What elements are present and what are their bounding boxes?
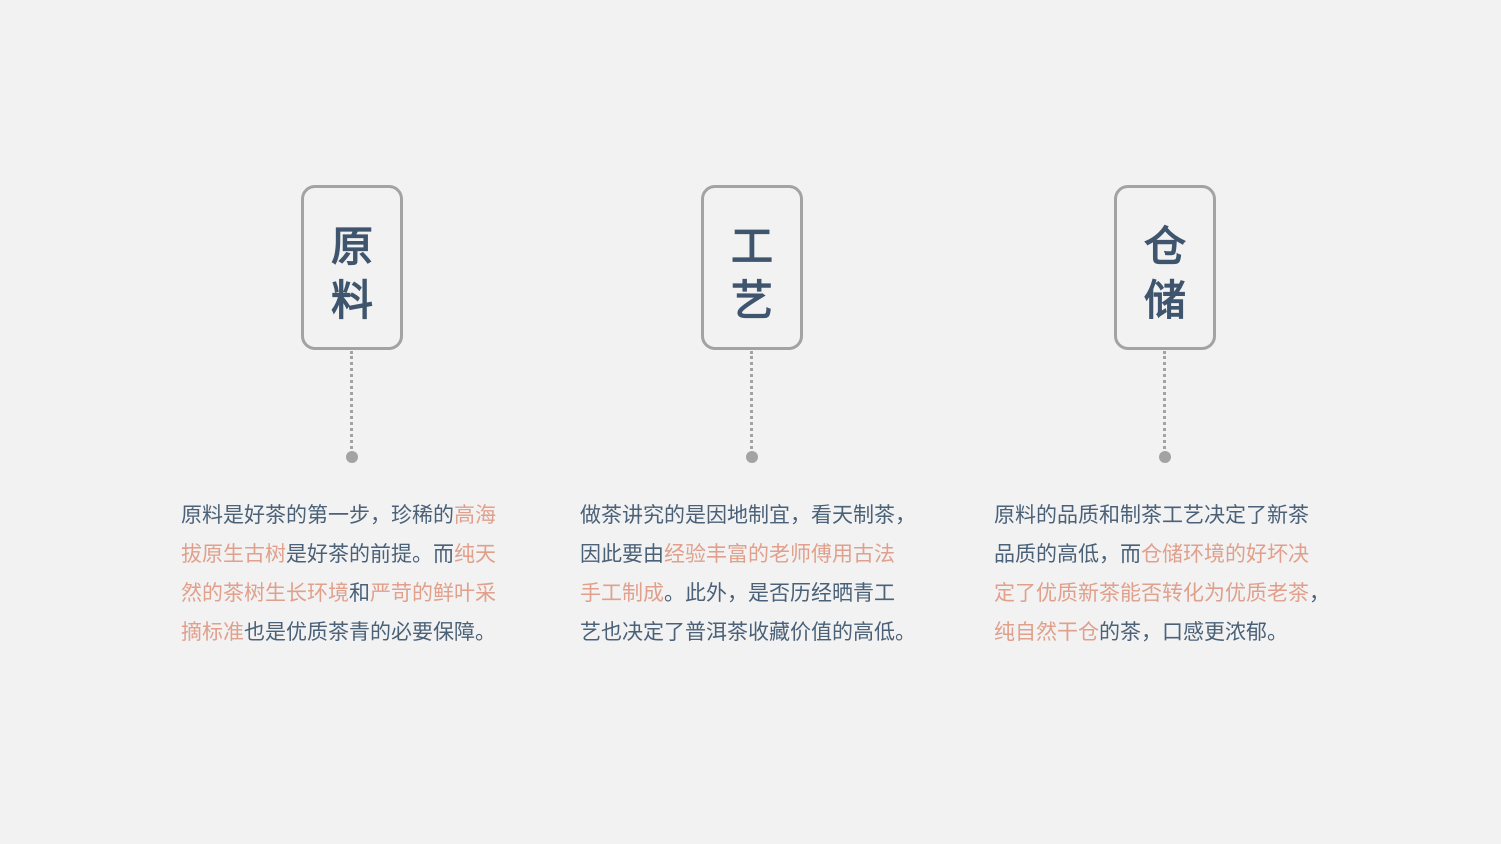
raw-material-description: 原料是好茶的第一步，珍稀的高海拔原生古树是好茶的前提。而纯天然的茶树生长环境和严… [181,496,496,652]
connector-dot [746,451,758,463]
text-line: 拔原生古树是好茶的前提。而纯天 [181,535,496,574]
text-line: 因此要由经验丰富的老师傅用古法 [580,535,916,574]
title-char: 储 [1143,276,1186,325]
text-line: 原料的品质和制茶工艺决定了新茶 [994,496,1330,535]
body-text: 艺也决定了普洱茶收藏价值的高低。 [580,620,916,644]
text-line: 摘标准也是优质茶青的必要保障。 [181,613,496,652]
body-text: 做茶讲究的是因地制宜，看天制茶， [580,503,916,527]
text-line: 做茶讲究的是因地制宜，看天制茶， [580,496,916,535]
body-text: 。此外，是否历经晒青工 [664,581,895,605]
text-line: 艺也决定了普洱茶收藏价值的高低。 [580,613,916,652]
text-line: 手工制成。此外，是否历经晒青工 [580,574,916,613]
highlight-text: 定了优质新茶能否转化为优质老茶 [994,581,1309,605]
text-line: 纯自然干仓的茶，口感更浓郁。 [994,613,1330,652]
text-line: 然的茶树生长环境和严苛的鲜叶采 [181,574,496,613]
body-text: 的茶，口感更浓郁。 [1099,620,1288,644]
title-char: 艺 [730,276,773,325]
text-line: 原料是好茶的第一步，珍稀的高海 [181,496,496,535]
body-text: 因此要由 [580,542,664,566]
text-line: 品质的高低，而仓储环境的好坏决 [994,535,1330,574]
title-char: 仓 [1143,222,1186,271]
highlight-text: 手工制成 [580,581,664,605]
connector-dot [1159,451,1171,463]
dotted-connector [1163,351,1166,449]
connector-dot [346,451,358,463]
title-char: 工 [730,222,773,271]
body-text: 原料的品质和制茶工艺决定了新茶 [994,503,1309,527]
storage-title-card: 仓储 [1114,185,1216,350]
storage-description: 原料的品质和制茶工艺决定了新茶品质的高低，而仓储环境的好坏决定了优质新茶能否转化… [994,496,1330,652]
highlight-text: 摘标准 [181,620,244,644]
body-text: 也是优质茶青的必要保障。 [244,620,496,644]
dotted-connector [750,351,753,449]
body-text: 原料是好茶的第一步，珍稀的 [181,503,454,527]
highlight-text: 纯天 [454,542,496,566]
highlight-text: 然的茶树生长环境 [181,581,349,605]
title-char: 原 [330,222,373,271]
body-text: 品质的高低，而 [994,542,1141,566]
raw-material-title-card: 原料 [301,185,403,350]
text-line: 定了优质新茶能否转化为优质老茶， [994,574,1330,613]
dotted-connector [350,351,353,449]
highlight-text: 高海 [454,503,496,527]
highlight-text: 经验丰富的老师傅用古法 [664,542,895,566]
body-text: ， [1309,581,1330,605]
body-text: 和 [349,581,370,605]
highlight-text: 拔原生古树 [181,542,286,566]
highlight-text: 仓储环境的好坏决 [1141,542,1309,566]
craft-title-card: 工艺 [701,185,803,350]
highlight-text: 纯自然干仓 [994,620,1099,644]
title-char: 料 [330,276,373,325]
body-text: 是好茶的前提。而 [286,542,454,566]
highlight-text: 严苛的鲜叶采 [370,581,496,605]
craft-description: 做茶讲究的是因地制宜，看天制茶，因此要由经验丰富的老师傅用古法手工制成。此外，是… [580,496,916,652]
